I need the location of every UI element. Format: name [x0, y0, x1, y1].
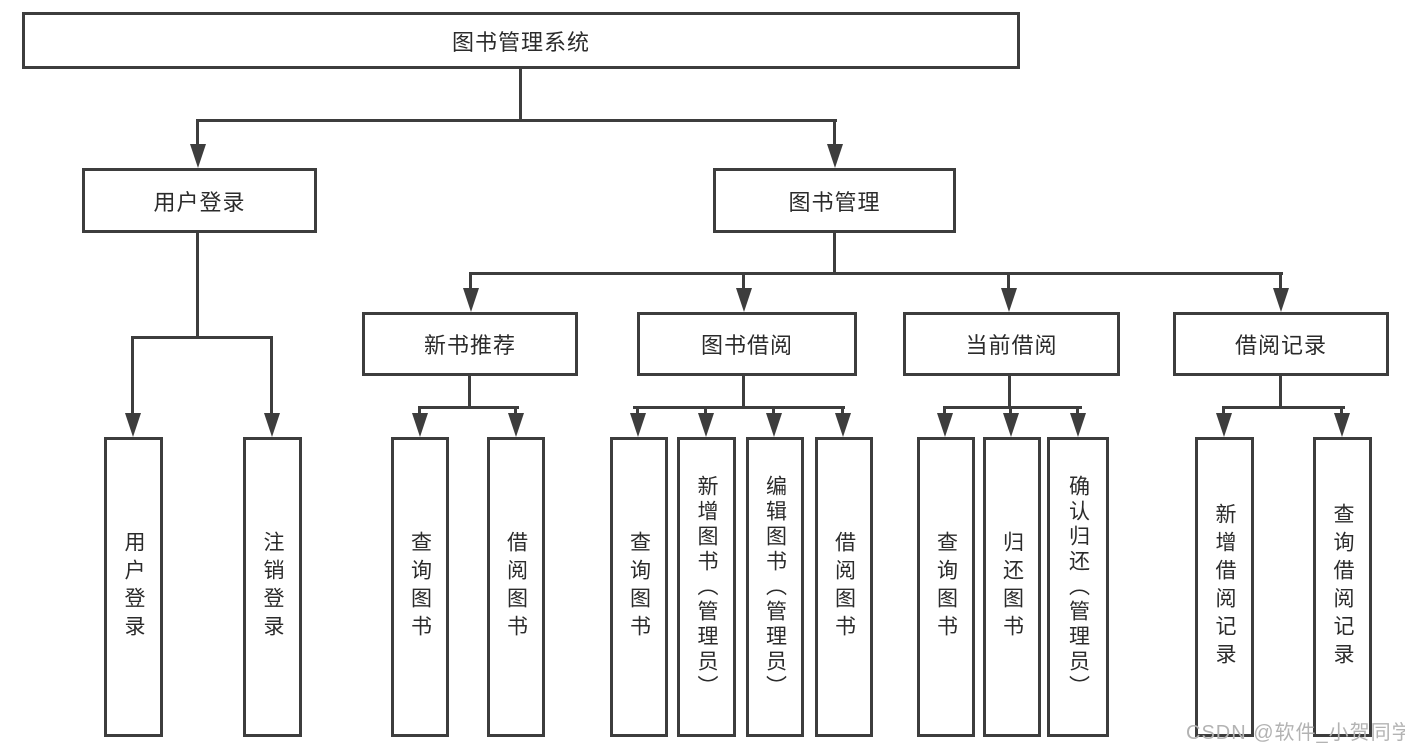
connector-new-book-stub — [468, 376, 471, 409]
leaf-edit-book-admin-label: 编辑图书（管理员） — [763, 474, 787, 700]
connector-book-management-rail — [469, 272, 1283, 275]
connector-stem-query-borrow-record — [1340, 406, 1343, 418]
leaf-logout: 注销登录 — [243, 437, 302, 737]
leaf-add-borrow-record-label: 新增借阅记录 — [1213, 503, 1236, 671]
arrowhead-new-book-recommend — [463, 288, 479, 312]
leaf-query-borrow-record-label: 查询借阅记录 — [1331, 503, 1354, 671]
leaf-add-book-admin: 新增图书（管理员） — [677, 437, 736, 737]
connector-stem-edit-book-admin — [772, 406, 775, 418]
arrowhead-user-login — [190, 144, 206, 168]
leaf-logout-label: 注销登录 — [261, 531, 284, 643]
arrowhead-query-books-current — [937, 413, 953, 437]
leaf-confirm-return-admin-label: 确认归还（管理员） — [1066, 474, 1090, 700]
leaf-query-borrow-record: 查询借阅记录 — [1313, 437, 1372, 737]
node-new-book-recommend: 新书推荐 — [362, 312, 578, 376]
connector-borrow-records-rail — [1222, 406, 1345, 409]
node-root: 图书管理系统 — [22, 12, 1020, 69]
node-book-management: 图书管理 — [713, 168, 956, 233]
leaf-user-login-label: 用户登录 — [122, 531, 145, 643]
connector-stem-book-management — [833, 119, 836, 146]
connector-current-borrow-rail — [943, 406, 1082, 409]
arrowhead-book-borrow — [736, 288, 752, 312]
arrowhead-borrow-books-recommend — [508, 413, 524, 437]
arrowhead-query-borrow-record — [1334, 413, 1350, 437]
arrowhead-confirm-return — [1070, 413, 1086, 437]
connector-root-rail — [196, 119, 837, 122]
leaf-query-books-current-label: 查询图书 — [934, 531, 958, 643]
arrowhead-return-book — [1003, 413, 1019, 437]
node-borrow-records-label: 借阅记录 — [1234, 333, 1327, 358]
connector-user-login-stub — [196, 232, 199, 339]
arrowhead-book-management — [827, 144, 843, 168]
leaf-query-books-current: 查询图书 — [917, 437, 975, 737]
csdn-watermark: CSDN @软件_小贺同学 — [1186, 722, 1405, 744]
leaf-user-login: 用户登录 — [104, 437, 163, 737]
connector-stem-query-books-recommend — [418, 406, 421, 418]
node-book-management-label: 图书管理 — [788, 189, 881, 215]
leaf-borrow-books-recommend: 借阅图书 — [487, 437, 545, 737]
node-user-login-label: 用户登录 — [153, 189, 246, 215]
leaf-borrow-books-recommend-label: 借阅图书 — [504, 531, 528, 643]
node-root-label: 图书管理系统 — [451, 29, 590, 55]
connector-book-borrow-stub — [742, 376, 745, 409]
arrowhead-leaf-user-login — [125, 413, 141, 437]
connector-borrow-records-stub — [1279, 376, 1282, 409]
arrowhead-edit-book-admin — [766, 413, 782, 437]
node-book-borrow: 图书借阅 — [637, 312, 857, 376]
connector-book-borrow-rail — [633, 406, 845, 409]
leaf-borrow-books: 借阅图书 — [815, 437, 873, 737]
leaf-add-book-admin-label: 新增图书（管理员） — [695, 474, 718, 700]
connector-stem-leaf-user-login — [131, 336, 134, 415]
connector-stem-borrow-records — [1279, 272, 1282, 292]
connector-stem-return-book — [1009, 406, 1012, 418]
arrowhead-borrow-books — [835, 413, 851, 437]
connector-stem-confirm-return — [1076, 406, 1079, 418]
node-current-borrow-label: 当前借阅 — [965, 333, 1058, 358]
connector-stem-add-book-admin — [704, 406, 707, 418]
arrowhead-add-borrow-record — [1216, 413, 1232, 437]
leaf-query-books-borrow: 查询图书 — [610, 437, 668, 737]
connector-stem-leaf-logout — [270, 336, 273, 415]
leaf-query-books-borrow-label: 查询图书 — [627, 531, 651, 643]
connector-new-book-rail — [418, 406, 519, 409]
arrowhead-current-borrow — [1001, 288, 1017, 312]
arrowhead-query-books-recommend — [412, 413, 428, 437]
connector-stem-add-borrow-record — [1222, 406, 1225, 418]
node-borrow-records: 借阅记录 — [1173, 312, 1389, 376]
leaf-add-borrow-record: 新增借阅记录 — [1195, 437, 1254, 737]
node-user-login: 用户登录 — [82, 168, 317, 233]
node-new-book-recommend-label: 新书推荐 — [423, 333, 516, 358]
connector-stem-book-borrow — [742, 272, 745, 292]
connector-stem-query-books-borrow — [636, 406, 639, 418]
arrowhead-leaf-logout — [264, 413, 280, 437]
connector-current-borrow-stub — [1008, 376, 1011, 409]
leaf-return-book-label: 归还图书 — [1000, 531, 1024, 643]
node-current-borrow: 当前借阅 — [903, 312, 1120, 376]
arrowhead-add-book-admin — [698, 413, 714, 437]
connector-root-stub — [519, 69, 522, 122]
connector-stem-new-book-recommend — [469, 272, 472, 292]
connector-stem-query-books-current — [943, 406, 946, 418]
connector-stem-current-borrow — [1007, 272, 1010, 292]
node-book-borrow-label: 图书借阅 — [700, 333, 793, 358]
leaf-return-book: 归还图书 — [983, 437, 1041, 737]
arrowhead-borrow-records — [1273, 288, 1289, 312]
connector-book-management-stub — [833, 232, 836, 275]
arrowhead-query-books-borrow — [630, 413, 646, 437]
connector-stem-borrow-books-recommend — [514, 406, 517, 418]
leaf-query-books-recommend-label: 查询图书 — [408, 531, 432, 643]
leaf-borrow-books-label: 借阅图书 — [832, 531, 856, 643]
connector-user-login-rail — [131, 336, 273, 339]
leaf-confirm-return-admin: 确认归还（管理员） — [1047, 437, 1109, 737]
connector-stem-borrow-books — [841, 406, 844, 418]
connector-stem-user-login — [196, 119, 199, 146]
leaf-query-books-recommend: 查询图书 — [391, 437, 449, 737]
leaf-edit-book-admin: 编辑图书（管理员） — [746, 437, 804, 737]
